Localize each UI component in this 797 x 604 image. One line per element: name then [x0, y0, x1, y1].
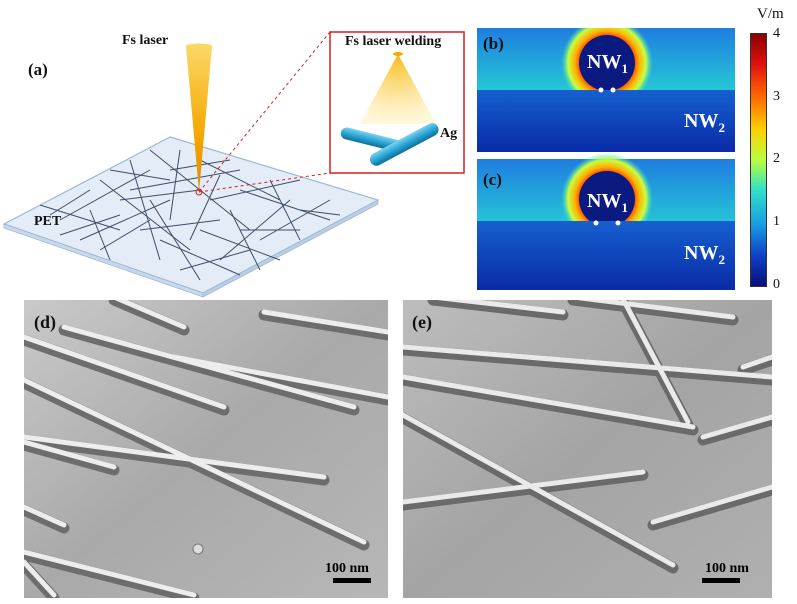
sem-image-e: [403, 300, 772, 598]
panel-a-illustration: [2, 31, 465, 298]
nw2-label-c: NW2: [684, 242, 725, 267]
panel-d-label: (d): [34, 312, 56, 332]
scale-bar-e: 100 nm: [705, 561, 749, 576]
ag-label: Ag: [440, 126, 458, 141]
nw1-label-b: NW1: [587, 51, 628, 76]
ag-nanowires-icon: [340, 123, 439, 166]
pet-label: PET: [34, 214, 62, 229]
colorbar-tick-2: 2: [773, 151, 780, 166]
field-map-c: [477, 153, 735, 290]
panel-a-label: (a): [28, 60, 48, 79]
colorbar-unit: V/m: [757, 6, 784, 22]
panel-b-label: (b): [483, 34, 504, 53]
colorbar-tick-1: 1: [773, 214, 780, 229]
scale-bar-d: 100 nm: [325, 561, 369, 576]
colorbar-tick-0: 0: [773, 277, 780, 292]
colorbar: [750, 33, 767, 287]
sem-image-d: [24, 300, 388, 598]
panel-c-label: (c): [483, 170, 502, 189]
nanowire-network: [39, 149, 341, 281]
field-map-b: [477, 28, 735, 152]
nw1-label-c: NW1: [587, 190, 628, 215]
panel-e-label: (e): [412, 312, 432, 332]
field-maps: [477, 28, 735, 290]
inset-title: Fs laser welding: [345, 34, 442, 49]
fs-laser-beam: [186, 46, 212, 192]
fs-laser-label: Fs laser: [122, 33, 169, 48]
colorbar-tick-4: 4: [773, 26, 780, 41]
colorbar-tick-3: 3: [773, 89, 780, 104]
nw2-label-b: NW2: [684, 110, 725, 135]
